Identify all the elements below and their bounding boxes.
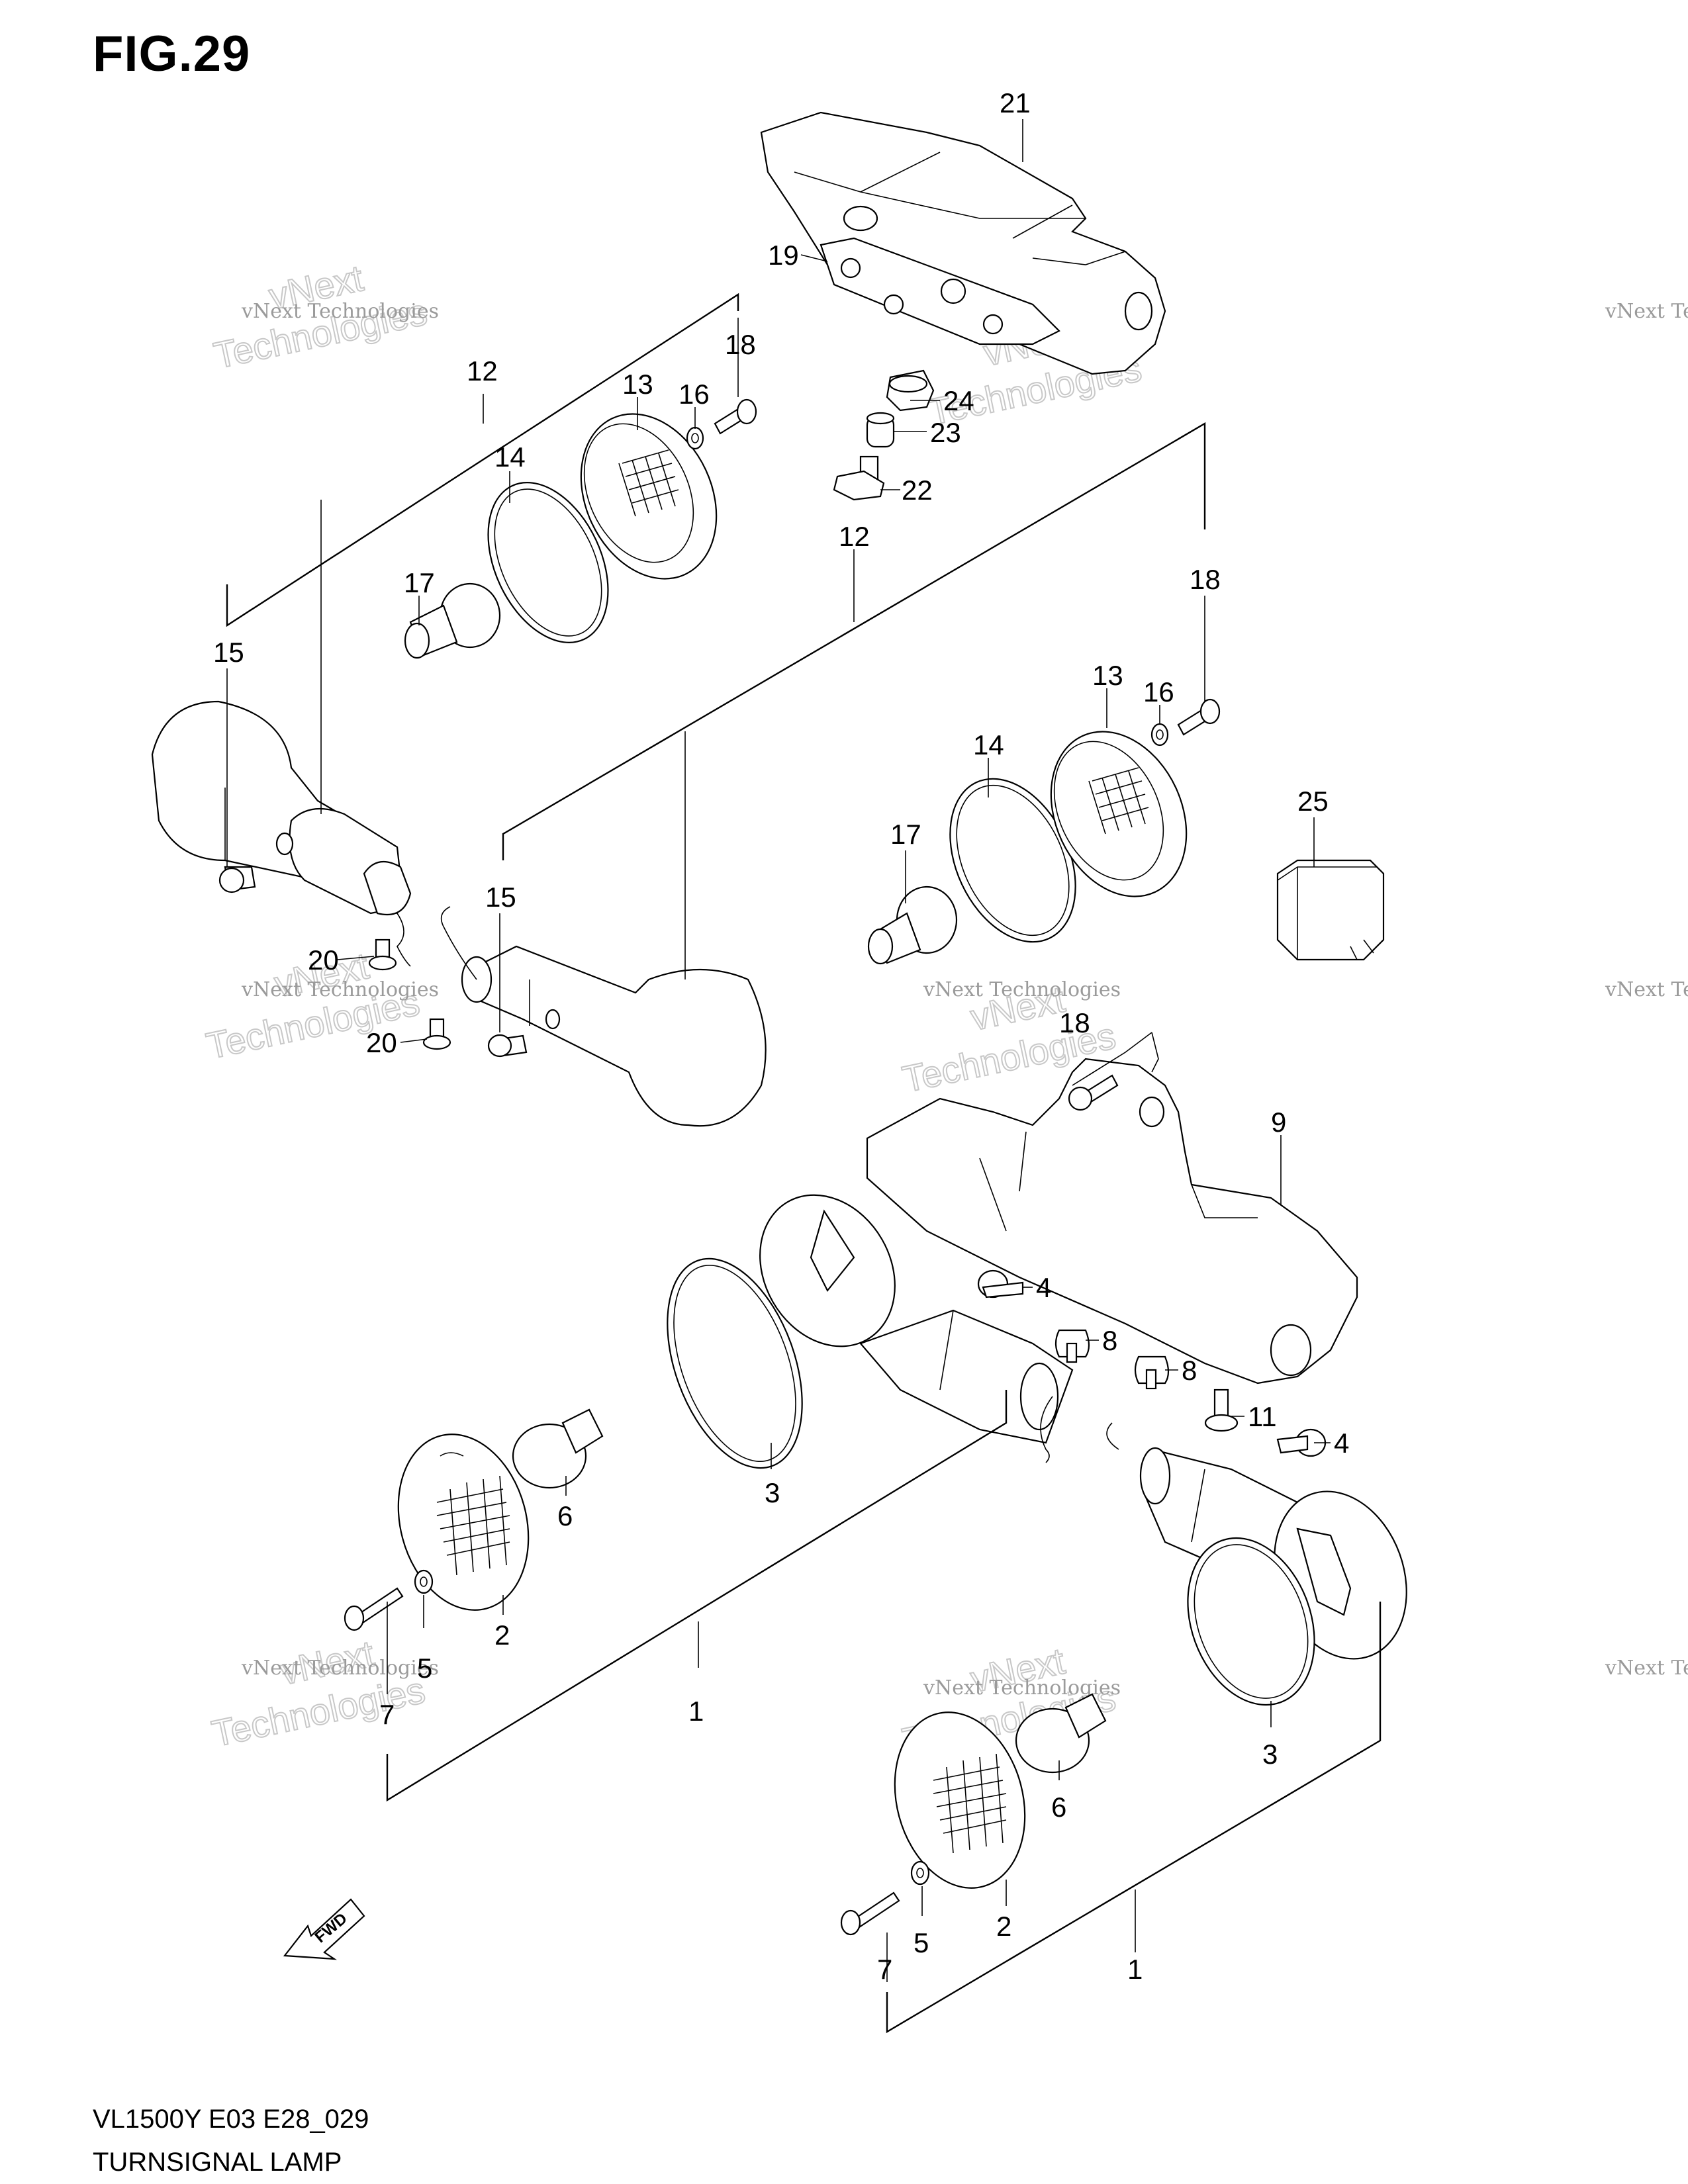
bulb-6-right [1015, 1693, 1107, 1774]
callout-14: 14 [494, 441, 526, 473]
bolt-22 [833, 455, 885, 501]
callout-23: 23 [930, 417, 961, 448]
gasket-3-left [667, 1257, 803, 1469]
watermark-small: vNext Technologies [241, 978, 439, 1001]
callout-12: 12 [467, 355, 498, 387]
callout-12-b: 12 [839, 521, 870, 552]
callout-24: 24 [943, 385, 974, 416]
callout-6-b: 6 [1051, 1792, 1066, 1823]
callout-5-b: 5 [914, 1927, 929, 1958]
figure-title: FIG.29 [93, 26, 251, 82]
callout-13-b: 13 [1092, 660, 1123, 691]
callout-19: 19 [768, 240, 799, 271]
callout-7-b: 7 [877, 1954, 892, 1985]
wire-left [397, 913, 411, 967]
callout-20-b: 20 [366, 1027, 397, 1058]
watermark-small: vNext Technologies [923, 1676, 1121, 1700]
screw-11 [1204, 1388, 1239, 1432]
screw-8-a [1055, 1329, 1090, 1363]
washer-16-upper [686, 426, 704, 450]
bulb-17-middle [867, 886, 958, 965]
lens-13-middle [1050, 731, 1188, 897]
callout-1: 1 [688, 1696, 704, 1727]
screw-20-a [368, 938, 397, 971]
watermark-small: vNext Technologies [241, 1657, 439, 1680]
callout-21: 21 [1000, 87, 1031, 118]
screw-18-middle [1177, 698, 1221, 736]
bulb-6-left [512, 1408, 604, 1489]
screw-20-b [422, 1018, 451, 1050]
callout-14-b: 14 [973, 729, 1004, 760]
screw-18-upper [714, 398, 757, 435]
front-lamp-housing-left [759, 1194, 1074, 1463]
callout-16: 16 [679, 379, 710, 410]
washer-16-middle [1150, 723, 1169, 747]
callout-2-b: 2 [996, 1911, 1011, 1942]
washer-5-right [910, 1860, 930, 1886]
callout-7: 7 [379, 1699, 395, 1730]
callout-16-b: 16 [1143, 676, 1174, 707]
lens-2-right [894, 1711, 1026, 1889]
callout-4-b: 4 [1334, 1428, 1349, 1459]
callout-2: 2 [494, 1619, 510, 1651]
callout-15: 15 [213, 637, 244, 668]
callout-3-b: 3 [1262, 1739, 1278, 1770]
callout-8: 8 [1102, 1325, 1117, 1356]
callout-5: 5 [417, 1653, 432, 1684]
callout-6: 6 [557, 1500, 573, 1531]
gasket-3-right [1187, 1537, 1315, 1706]
screw-15-left [218, 866, 256, 893]
screw-8-b [1134, 1355, 1170, 1390]
gasket-14-middle [949, 778, 1076, 943]
callout-18: 18 [725, 329, 756, 360]
bulb-17-upper [404, 582, 501, 659]
washer-5-left [414, 1569, 434, 1594]
callout-13: 13 [622, 369, 653, 400]
watermark-small: vNext Technologies [923, 978, 1121, 1001]
figure-code: VL1500Y E03 E28_029 [93, 2105, 369, 2134]
callout-17: 17 [404, 567, 435, 598]
lamp-housing-left-rear [151, 700, 412, 916]
callout-3: 3 [765, 1477, 780, 1508]
watermark-small: vNext Technologies [1605, 1657, 1688, 1680]
callout-9: 9 [1271, 1107, 1286, 1138]
dash-line [1151, 1032, 1159, 1073]
grommet-24 [886, 369, 935, 412]
callout-8-b: 8 [1182, 1355, 1197, 1386]
callout-11: 11 [1248, 1401, 1277, 1432]
figure-caption: TURNSIGNAL LAMP [93, 2148, 342, 2177]
fwd-arrow-icon: FWD [283, 1898, 365, 1960]
callout-20: 20 [308, 944, 339, 976]
callout-17-b: 17 [890, 819, 921, 850]
watermark-group: Technologies vNext [208, 1631, 430, 1755]
callout-25: 25 [1297, 786, 1329, 817]
callout-labels: 21 19 18 16 24 23 22 12 13 14 17 15 12 1… [213, 87, 1349, 1985]
screw-18-bracket [1068, 1074, 1119, 1111]
callout-4: 4 [1036, 1272, 1051, 1303]
wire-right [440, 906, 477, 980]
watermark-small: vNext Technologies [1605, 978, 1688, 1001]
screw-4-lower [1276, 1428, 1327, 1457]
collar-23 [866, 412, 895, 448]
watermark-small: vNext Technologies [241, 300, 439, 323]
callout-15-b: 15 [485, 882, 516, 913]
callout-1-b: 1 [1127, 1954, 1143, 1985]
screw-4-upper [977, 1269, 1024, 1298]
screw-7-left [344, 1587, 404, 1631]
lens-2-left [397, 1433, 530, 1611]
bracket-9 [866, 1058, 1358, 1385]
leader-lines [226, 119, 1382, 2034]
callout-22: 22 [902, 475, 933, 506]
lamp-housing-right-rear [461, 945, 767, 1127]
callout-18-c: 18 [1059, 1007, 1090, 1038]
lens-13-upper [580, 413, 718, 580]
screw-15-right [487, 1034, 528, 1058]
gasket-14-upper [487, 482, 609, 643]
mounting-plate-19 [820, 237, 1060, 345]
watermark-small: vNext Technologies [1605, 300, 1688, 323]
callout-18-b: 18 [1190, 564, 1221, 595]
relay-25 [1276, 859, 1385, 961]
screw-7-right [840, 1891, 900, 1936]
